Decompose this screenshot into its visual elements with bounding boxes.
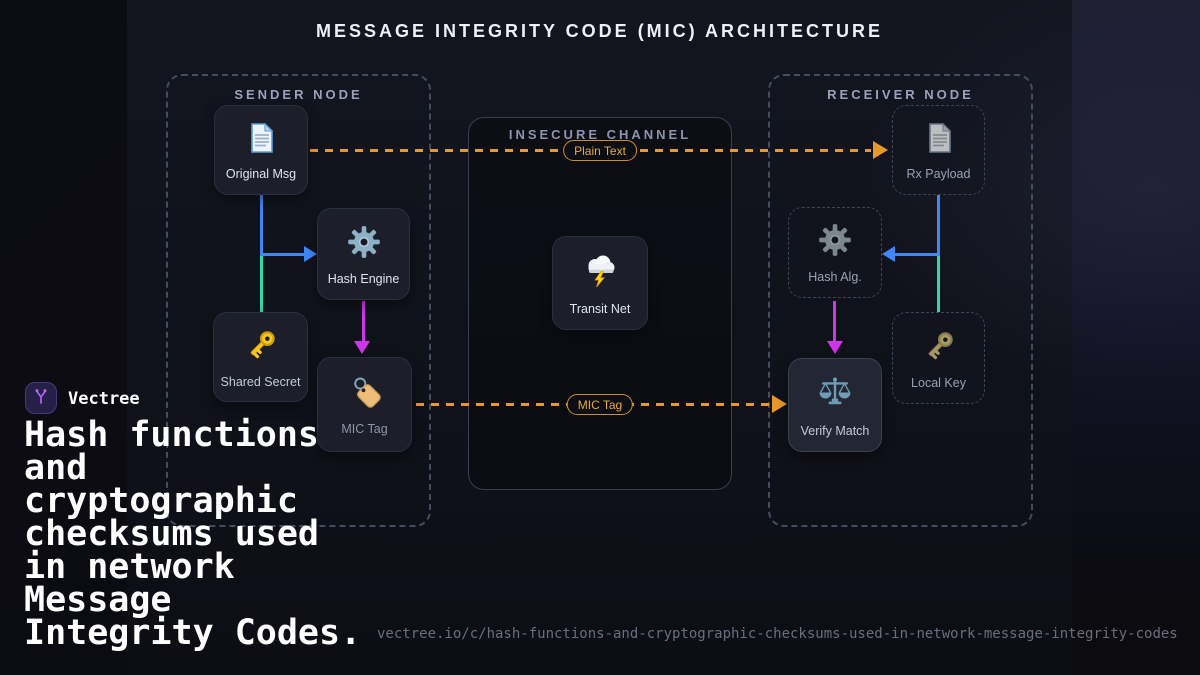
node-label: Shared Secret: [220, 374, 301, 389]
vectree-branch-icon: [31, 386, 51, 411]
node-label: Verify Match: [800, 423, 870, 438]
document-icon: [921, 120, 957, 161]
node-mic-tag: MIC Tag: [317, 357, 412, 452]
node-label: Hash Alg.: [808, 270, 862, 284]
digest-line-receiver: [833, 301, 836, 341]
receiver-node-zone: RECEIVER NODE: [768, 74, 1033, 527]
tag-icon: [346, 373, 384, 416]
hash-input-arrowhead-icon: [304, 246, 317, 262]
node-local-key: Local Key: [892, 312, 985, 404]
key-icon: [920, 327, 958, 370]
gear-icon: [816, 221, 854, 264]
mictag-arrowhead-icon: [772, 395, 787, 413]
page-url: vectree.io/c/hash-functions-and-cryptogr…: [377, 626, 1178, 642]
storm-cloud-icon: [580, 251, 620, 296]
background-gradient: [1072, 0, 1200, 675]
hash-input-line: [260, 253, 304, 256]
digest-arrowhead-receiver-icon: [827, 341, 843, 354]
node-label: Original Msg: [225, 166, 297, 181]
key-icon: [242, 326, 280, 369]
page-title: MESSAGE INTEGRITY CODE (MIC) ARCHITECTUR…: [315, 21, 883, 41]
node-label: MIC Tag: [341, 422, 388, 436]
headline: Hash functions and cryptographic checksu…: [24, 415, 362, 653]
node-shared-secret: Shared Secret: [213, 312, 308, 402]
node-original-msg: Original Msg: [214, 105, 308, 195]
digest-line-sender: [362, 301, 365, 341]
node-label: Hash Engine: [327, 271, 400, 286]
sender-zone-label: SENDER NODE: [234, 87, 363, 102]
node-label: Rx Payload: [906, 166, 971, 181]
node-transit-net: Transit Net: [552, 236, 648, 330]
mic-tag-badge: MIC Tag: [566, 394, 634, 415]
receiver-zone-label: RECEIVER NODE: [827, 87, 974, 102]
plaintext-arrowhead-icon: [873, 141, 888, 159]
msg-to-hash-line: [260, 195, 263, 255]
scales-icon: [815, 373, 855, 418]
vectree-logo: [25, 382, 57, 414]
payload-to-hash-line: [937, 195, 940, 255]
digest-arrowhead-sender-icon: [354, 341, 370, 354]
node-hash-engine: Hash Engine: [317, 208, 410, 300]
secret-to-hash-line: [260, 255, 263, 312]
node-hash-alg: Hash Alg.: [788, 207, 882, 298]
node-rx-payload: Rx Payload: [892, 105, 985, 195]
node-label: Local Key: [911, 375, 966, 390]
sender-node-zone: SENDER NODE: [166, 74, 431, 527]
hashalg-input-arrowhead-icon: [882, 246, 895, 262]
hashalg-input-line: [895, 253, 940, 256]
channel-zone-label: INSECURE CHANNEL: [508, 127, 692, 142]
document-icon: [243, 120, 279, 161]
gear-icon: [345, 223, 383, 266]
localkey-to-hash-line: [937, 255, 940, 312]
plain-text-badge: Plain Text: [563, 140, 637, 161]
brand-name: Vectree: [68, 389, 140, 409]
node-verify-match: Verify Match: [788, 358, 882, 452]
node-label: Transit Net: [569, 301, 631, 316]
